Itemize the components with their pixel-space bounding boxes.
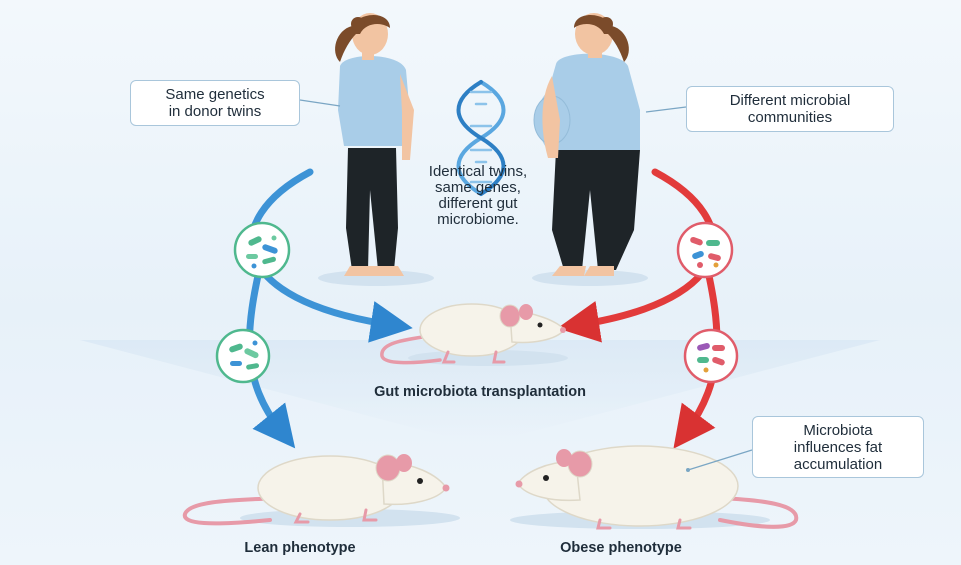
callout-different-communities: Different microbial communities: [686, 86, 894, 132]
label-obese-phenotype: Obese phenotype: [560, 540, 682, 556]
leader-dot: [686, 468, 690, 472]
callout-same-genetics: Same genetics in donor twins: [130, 80, 300, 126]
lean-bacteria-icon: [233, 221, 291, 279]
dna-helix-icon: [456, 80, 506, 196]
leader-same-genetics: [299, 99, 341, 107]
label-lean-phenotype: Lean phenotype: [244, 540, 356, 556]
leader-different-communities: [645, 106, 687, 113]
lean-mouse: [182, 454, 450, 526]
leader-fat-accumulation: [687, 449, 753, 471]
obese-mouse: [515, 445, 799, 530]
lean-woman-figure: [335, 13, 414, 276]
callout-fat-accumulation: Microbiota influences fat accumulation: [752, 416, 924, 478]
center-description: Identical twins, same genes, different g…: [428, 163, 528, 228]
obese-bacteria-icon: [676, 221, 734, 279]
label-transplantation: Gut microbiota transplantation: [374, 384, 586, 400]
obese-bacteria-icon: [683, 328, 739, 384]
light-beam: [80, 340, 880, 440]
transplant-mouse: [380, 303, 566, 365]
lean-bacteria-icon: [215, 328, 271, 384]
obese-woman-figure: [533, 13, 640, 276]
